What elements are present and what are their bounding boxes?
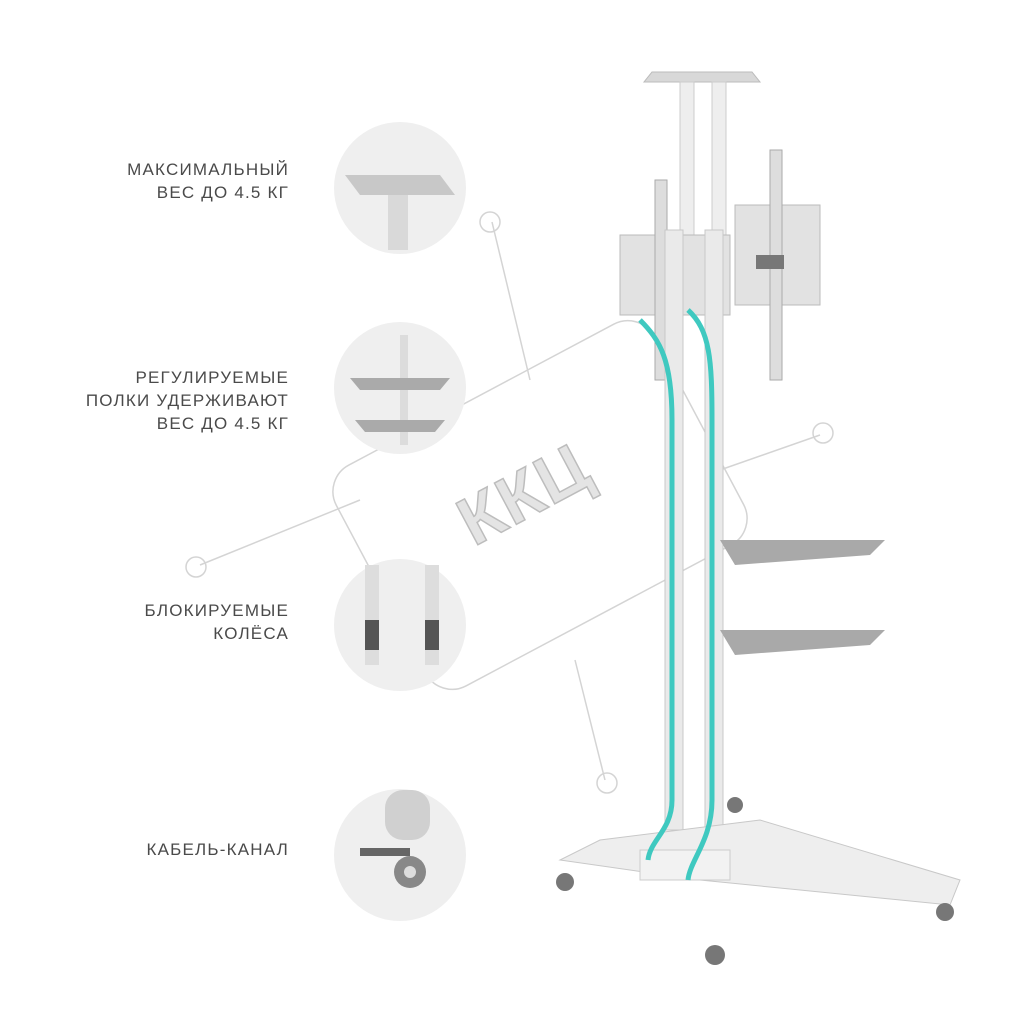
detail-circle-wheels-lock [334, 559, 466, 691]
feature-line: МАКСИМАЛЬНЫЙ [127, 160, 289, 179]
detail-circle-shelf [334, 122, 466, 254]
feature-line: ВЕС ДО 4.5 КГ [156, 414, 289, 433]
tv-stand [556, 71, 961, 965]
feature-max-weight: МАКСИМАЛЬНЫЙ ВЕС ДО 4.5 КГ [127, 158, 289, 204]
feature-line: КОЛЁСА [213, 624, 289, 643]
feature-line: ВЕС ДО 4.5 КГ [156, 183, 289, 202]
feature-line: ПОЛКИ УДЕРЖИВАЮТ [85, 391, 289, 410]
feature-adjustable-shelves: РЕГУЛИРУЕМЫЕ ПОЛКИ УДЕРЖИВАЮТ ВЕС ДО 4.5… [86, 366, 289, 435]
feature-line: РЕГУЛИРУЕМЫЕ [135, 368, 289, 387]
feature-line: БЛОКИРУЕМЫЕ [144, 601, 289, 620]
watermark-frame [185, 211, 834, 794]
feature-cable-channel: КАБЕЛЬ-КАНАЛ [147, 838, 290, 861]
feature-line: КАБЕЛЬ-КАНАЛ [146, 840, 289, 859]
feature-locking-wheels: БЛОКИРУЕМЫЕ КОЛЁСА [144, 599, 289, 645]
detail-circle-caster [334, 789, 466, 921]
detail-circle-shelves [334, 322, 466, 454]
